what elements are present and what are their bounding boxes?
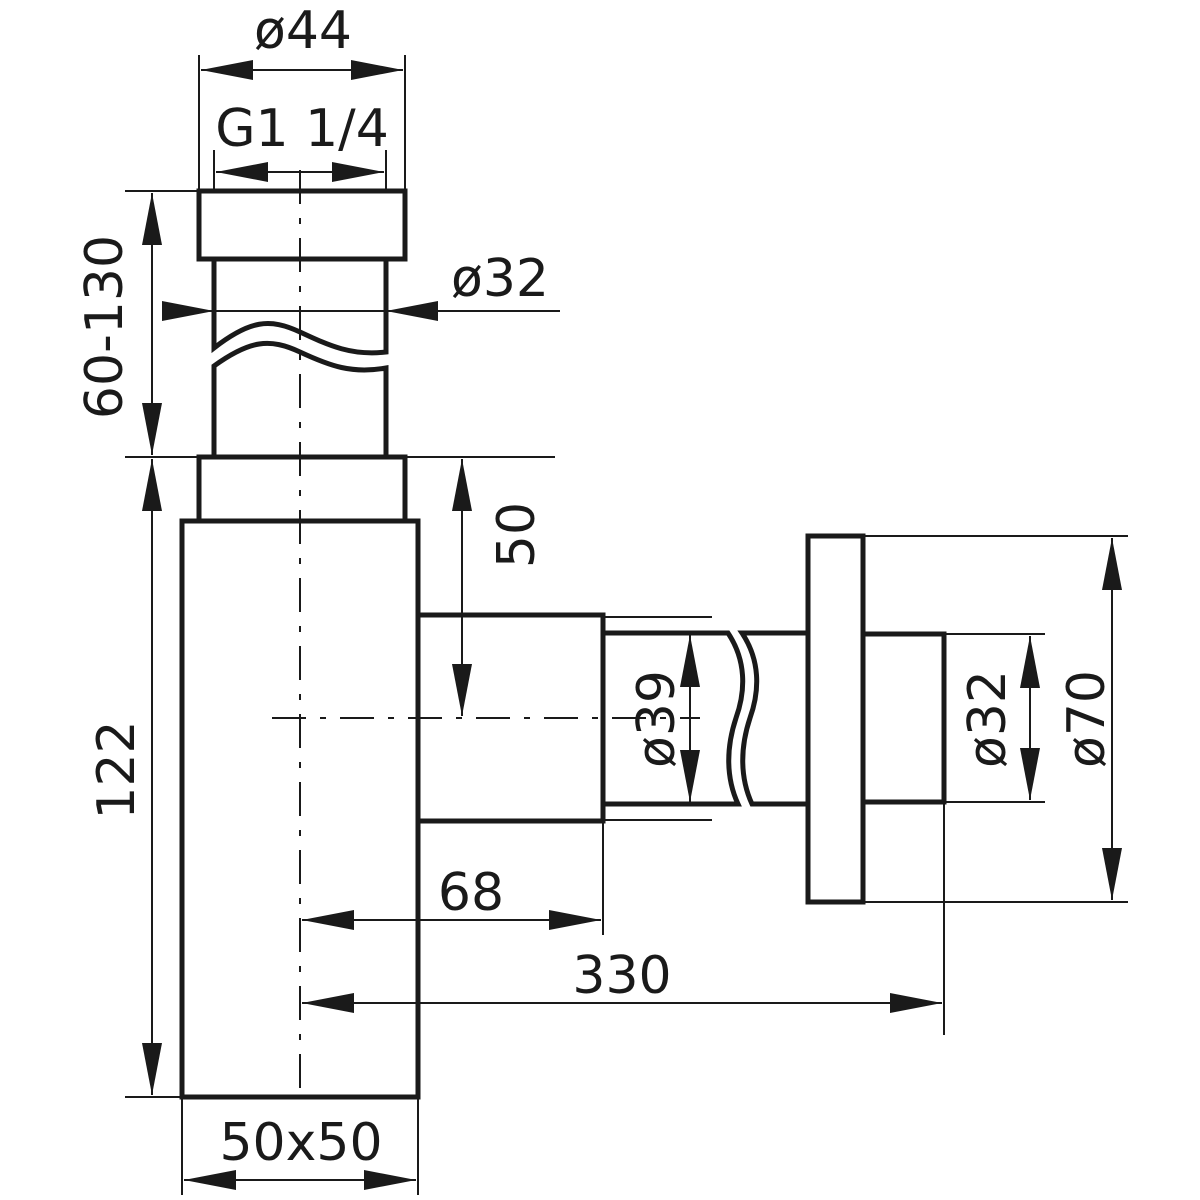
label-outlet-diameter: ø39	[627, 670, 687, 768]
outlet-pipe	[603, 630, 746, 807]
label-outlet-length: 68	[438, 863, 504, 923]
top-nut	[196, 188, 408, 262]
siphon-outline	[179, 188, 947, 1100]
label-adjustable-height: 60-130	[75, 235, 135, 419]
dimension-lines	[125, 55, 1128, 1195]
label-outlet-offset: 50	[487, 502, 547, 568]
label-inlet-diameter: ø32	[451, 249, 549, 309]
wall-rosette	[805, 533, 866, 905]
outlet-socket	[418, 612, 606, 824]
body-collar	[196, 454, 408, 524]
label-thread: G1 1/4	[215, 99, 389, 159]
label-body-section: 50x50	[219, 1113, 382, 1173]
label-body-height: 122	[87, 720, 147, 819]
label-rosette-diameter: ø70	[1057, 670, 1117, 768]
label-wall-pipe-diameter: ø32	[958, 670, 1018, 768]
wall-connector	[860, 631, 947, 805]
dimension-labels: ø44 G1 1/4 ø32 60-130 122 50 ø39 ø32 ø70…	[75, 1, 1117, 1173]
label-total-reach: 330	[572, 946, 671, 1006]
label-top-diameter: ø44	[254, 1, 352, 61]
center-lines	[272, 170, 700, 1100]
wall-pipe	[737, 630, 808, 807]
lower-tail-pipe	[211, 340, 389, 457]
